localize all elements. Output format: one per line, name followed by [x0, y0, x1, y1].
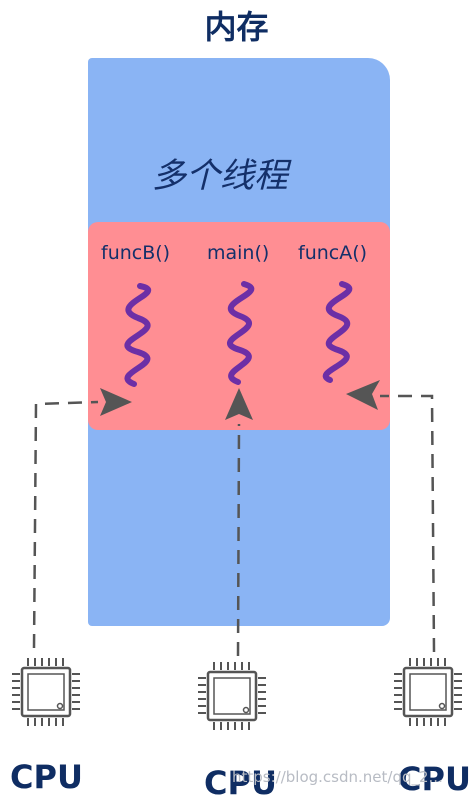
arrow-center-cpu — [225, 388, 253, 657]
cpu-label-right: CPU — [398, 760, 471, 798]
watermark: https://blog.csdn.net/qq_2... — [232, 768, 443, 786]
memory-title: 内存 — [204, 8, 269, 46]
thread-squiggle-funca — [322, 281, 353, 383]
cpu-label-center: CPU — [204, 764, 277, 802]
func-label-main: main() — [207, 242, 270, 264]
thread-squiggle-main — [227, 281, 255, 385]
cpu-chip-icon — [12, 658, 80, 726]
cpu-label-left: CPU — [10, 758, 83, 796]
threads-label: 多个线程 — [152, 156, 288, 196]
thread-squiggle-funcb — [124, 283, 151, 387]
func-label-funcb: funcB() — [101, 242, 171, 264]
cpu-chip-icon — [394, 658, 462, 726]
arrow-left-cpu — [32, 388, 132, 649]
func-label-funca: funcA() — [298, 242, 368, 264]
arrow-right-cpu — [346, 380, 436, 653]
cpu-chip-icon — [198, 662, 266, 730]
